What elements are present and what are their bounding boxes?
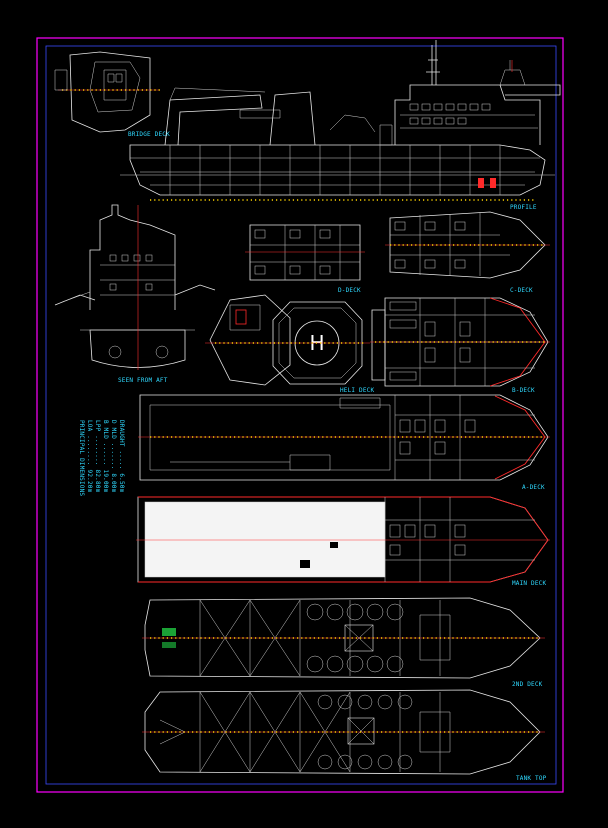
note-line-2: LPP ........ 82.80m bbox=[94, 420, 101, 493]
b-deck-label: B-DECK bbox=[512, 387, 535, 394]
d-deck-label: D-DECK bbox=[338, 287, 361, 294]
second-deck-plan: 2ND DECK bbox=[142, 597, 545, 688]
main-deck-plan: MAIN DECK bbox=[136, 496, 550, 587]
a-deck-label: A-DECK bbox=[522, 484, 545, 491]
principal-dimensions-notes: PRINCIPAL DIMENSIONS LOA ........ 92.20m… bbox=[78, 420, 125, 496]
note-line-4: D MLD ....... 8.00m bbox=[110, 420, 117, 493]
heli-deck-label: HELI DECK bbox=[340, 387, 374, 394]
note-line-3: B MLD ...... 19.00m bbox=[102, 420, 109, 493]
c-deck-label: C-DECK bbox=[510, 287, 533, 294]
outer-frame bbox=[36, 37, 564, 793]
main-deck-label: MAIN DECK bbox=[512, 580, 546, 587]
seen-from-aft-label: SEEN FROM AFT bbox=[118, 377, 168, 384]
a-deck-plan: A-DECK bbox=[138, 394, 550, 491]
note-line-1: LOA ........ 92.20m bbox=[86, 420, 93, 493]
note-line-5: DRAUGHT ..... 6.50m bbox=[118, 420, 125, 493]
note-line-0: PRINCIPAL DIMENSIONS bbox=[78, 420, 85, 496]
tank-top-plan: TANK TOP bbox=[142, 689, 547, 782]
profile-label: PROFILE bbox=[510, 204, 537, 211]
c-deck-plan: C-DECK bbox=[385, 211, 550, 294]
second-deck-label: 2ND DECK bbox=[512, 681, 543, 688]
inner-frame bbox=[45, 45, 557, 785]
heli-deck-plan: H HELI DECK bbox=[205, 294, 374, 394]
bridge-deck-label: BRIDGE DECK bbox=[128, 131, 170, 138]
profile-elevation: PROFILE bbox=[120, 40, 561, 211]
bridge-deck-plan: BRIDGE DECK bbox=[54, 51, 170, 138]
b-deck-plan: B-DECK bbox=[370, 297, 550, 394]
aft-elevation: SEEN FROM AFT bbox=[54, 204, 216, 384]
d-deck-plan: D-DECK bbox=[245, 224, 365, 294]
tank-top-label: TANK TOP bbox=[516, 775, 547, 782]
